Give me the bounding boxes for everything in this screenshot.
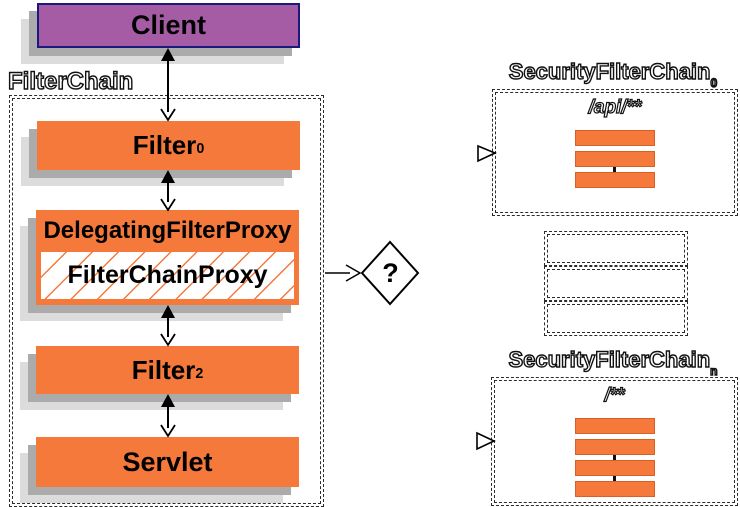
- arrow-proxy-decision: [325, 264, 362, 282]
- chain0-filter-bars: [575, 130, 655, 188]
- filter-chain-proxy-label: FilterChainProxy: [67, 261, 268, 289]
- filter-bar: [575, 130, 655, 146]
- bar-connector-tick: [612, 455, 616, 460]
- arrowhead-chainN: [476, 431, 496, 451]
- filter-chain-proxy-box: FilterChainProxy: [41, 252, 294, 299]
- more-chains-ellipsis: [544, 231, 688, 339]
- security-filter-chain-0-title: SecurityFilterChain0: [508, 58, 718, 91]
- servlet-label: Servlet: [122, 446, 213, 477]
- client-label: Client: [130, 10, 206, 40]
- filterchain-boundary-box: [9, 95, 324, 507]
- filter-bar: [575, 151, 655, 167]
- filter-bar: [575, 172, 655, 188]
- filter2-label: Filter: [131, 354, 196, 385]
- security-filter-chain-0-box: /api/**: [492, 89, 738, 216]
- ellipsis-chain-box: [544, 266, 688, 301]
- filter-bar: [574, 418, 655, 434]
- servlet-box: Servlet: [36, 437, 299, 487]
- filter-bar: [574, 460, 655, 476]
- ellipsis-chain-box: [544, 231, 688, 266]
- filter-bar: [574, 439, 655, 455]
- security-filter-chain-n-box: /**: [491, 377, 738, 506]
- chainN-url-pattern: /**: [604, 384, 625, 406]
- chain0-subscript: 0: [710, 76, 718, 91]
- chain0-url-pattern: /api/**: [588, 96, 642, 118]
- client-box: Client: [37, 3, 300, 48]
- decision-question-label: ?: [382, 257, 399, 288]
- delegating-filter-proxy-box: DelegatingFilterProxy FilterChainProxy: [36, 210, 299, 305]
- bar-connector-tick: [613, 167, 616, 172]
- filter0-label: Filter: [132, 130, 197, 160]
- filterchain-label: FilterChain: [7, 67, 134, 95]
- chainN-subscript: n: [709, 364, 718, 379]
- ellipsis-chain-box: [544, 301, 688, 336]
- delegating-filter-proxy-label: DelegatingFilterProxy: [43, 217, 292, 244]
- bar-connector-tick: [612, 476, 616, 481]
- filter-bar: [574, 481, 655, 497]
- security-filter-chain-n-title: SecurityFilterChainn: [508, 346, 719, 379]
- chainN-filter-bars: [574, 418, 655, 497]
- arrowhead-chain0: [477, 144, 497, 163]
